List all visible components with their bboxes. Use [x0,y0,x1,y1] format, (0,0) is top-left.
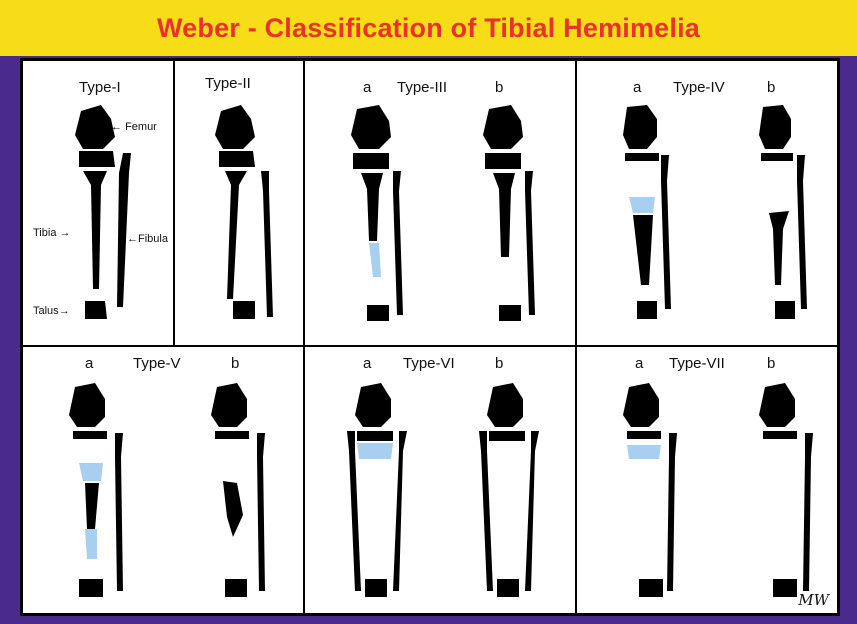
panel-type-1: Type-I ← Femur Tibia → ←Fibula Talus→ [22,60,174,346]
type-2-bone-figure [175,61,305,347]
panel-type-3: a Type-III b [304,60,576,346]
panel-type-6: a Type-VI b [304,346,576,614]
type-7-bone-figure [577,347,839,615]
panel-type-7: a Type-VII b MW [576,346,838,614]
type-5-bone-figure [23,347,305,615]
panel-type-4: a Type-IV b [576,60,838,346]
type-1-bone-figure [23,61,175,347]
author-signature: MW [798,591,829,609]
panel-type-5: a Type-V b [22,346,304,614]
type-6-bone-figure [305,347,577,615]
header-bar: Weber - Classification of Tibial Hemimel… [0,0,857,56]
panel-type-2: Type-II [174,60,304,346]
type-4-bone-figure [577,61,839,347]
page-title: Weber - Classification of Tibial Hemimel… [157,13,700,44]
diagram-frame: Type-I ← Femur Tibia → ←Fibula Talus→ Ty… [20,58,840,616]
type-3-bone-figure [305,61,577,347]
